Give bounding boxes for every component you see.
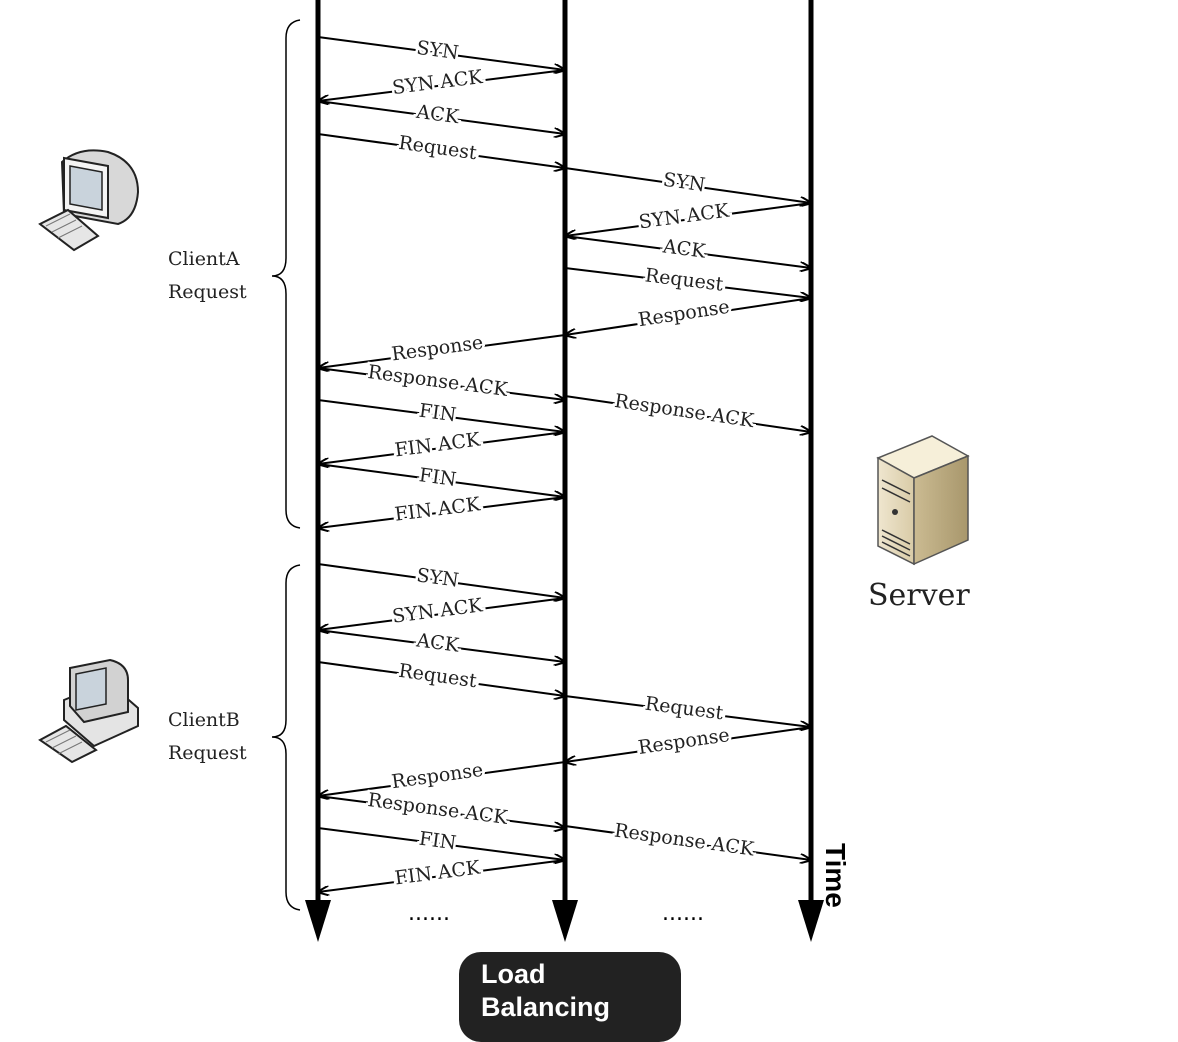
message-label: Response ACK [613, 390, 756, 432]
client-b-brace [271, 564, 301, 911]
message-label: SYN [415, 564, 460, 592]
load-balancing-label: Load Balancing [481, 959, 611, 1022]
message-arrow [564, 167, 811, 203]
server-lifeline-arrowhead [798, 900, 824, 942]
client-b-request-label: Request [168, 742, 247, 764]
message-arrow [564, 695, 811, 727]
message-label: SYN [662, 169, 707, 197]
message-arrow [565, 297, 812, 335]
message-arrow [317, 399, 565, 432]
message-label: FIN [418, 400, 458, 427]
message-label: SYN ACK [391, 66, 485, 99]
message-arrow [317, 629, 565, 662]
message-label: Response ACK [613, 819, 756, 860]
message-label: FIN [418, 828, 458, 855]
message-label: ACK [414, 101, 461, 129]
message-arrow [564, 395, 811, 432]
client-a-brace [271, 19, 301, 529]
message-arrow [317, 795, 565, 828]
load-balancing-box: Load Balancing [459, 952, 681, 1042]
message-arrow [317, 827, 565, 860]
message-arrow [318, 431, 566, 464]
message-arrow [317, 133, 565, 168]
message-arrow [318, 761, 566, 796]
message-arrow [317, 36, 565, 70]
message-label: SYN [415, 37, 460, 64]
message-label: FIN ACK [393, 428, 482, 461]
message-arrow [318, 69, 566, 101]
message-label: Response [637, 724, 731, 759]
client-b-computer-icon [38, 658, 139, 764]
load-balancer-lifeline-arrowhead [552, 900, 578, 942]
message-label: FIN [418, 464, 458, 491]
message-label: Response [390, 332, 484, 366]
message-label: Request [644, 693, 725, 725]
message-label: Request [644, 264, 725, 295]
message-label: Response ACK [366, 789, 509, 829]
client-a-request-label: Request [168, 281, 247, 303]
message-arrow [317, 463, 565, 497]
time-label: Time [820, 843, 851, 908]
message-arrow [317, 563, 565, 598]
server-label: Server [868, 578, 970, 613]
client-a-label: ClientA [168, 248, 240, 270]
message-label: Response ACK [366, 361, 509, 401]
message-arrow [317, 661, 565, 696]
message-arrow [564, 825, 811, 860]
message-arrow [564, 267, 811, 298]
message-label: Request [397, 660, 478, 693]
message-arrow [565, 202, 812, 236]
message-label: SYN ACK [637, 199, 731, 233]
message-arrow [318, 334, 566, 368]
message-label: Response [637, 296, 731, 331]
client-a-computer-icon [38, 149, 140, 252]
client-b-label: ClientB [168, 709, 240, 731]
message-arrow [318, 496, 566, 528]
message-label: FIN ACK [393, 856, 482, 889]
ellipsis-client-lb: ...... [408, 901, 450, 926]
client-lifeline-arrowhead [305, 900, 331, 942]
server-icon [876, 435, 970, 566]
message-arrow [318, 597, 566, 630]
message-label: Response [390, 759, 484, 793]
ellipsis-lb-server: ...... [662, 901, 704, 926]
message-arrow [318, 859, 566, 892]
message-label: SYN ACK [391, 594, 485, 628]
message-arrow [317, 100, 565, 134]
message-arrow [565, 726, 812, 762]
message-label: FIN ACK [393, 493, 482, 526]
message-label: Request [397, 132, 478, 165]
message-label: ACK [414, 629, 461, 657]
message-arrow [564, 235, 811, 268]
message-label: ACK [661, 235, 708, 263]
message-arrow [317, 367, 565, 400]
